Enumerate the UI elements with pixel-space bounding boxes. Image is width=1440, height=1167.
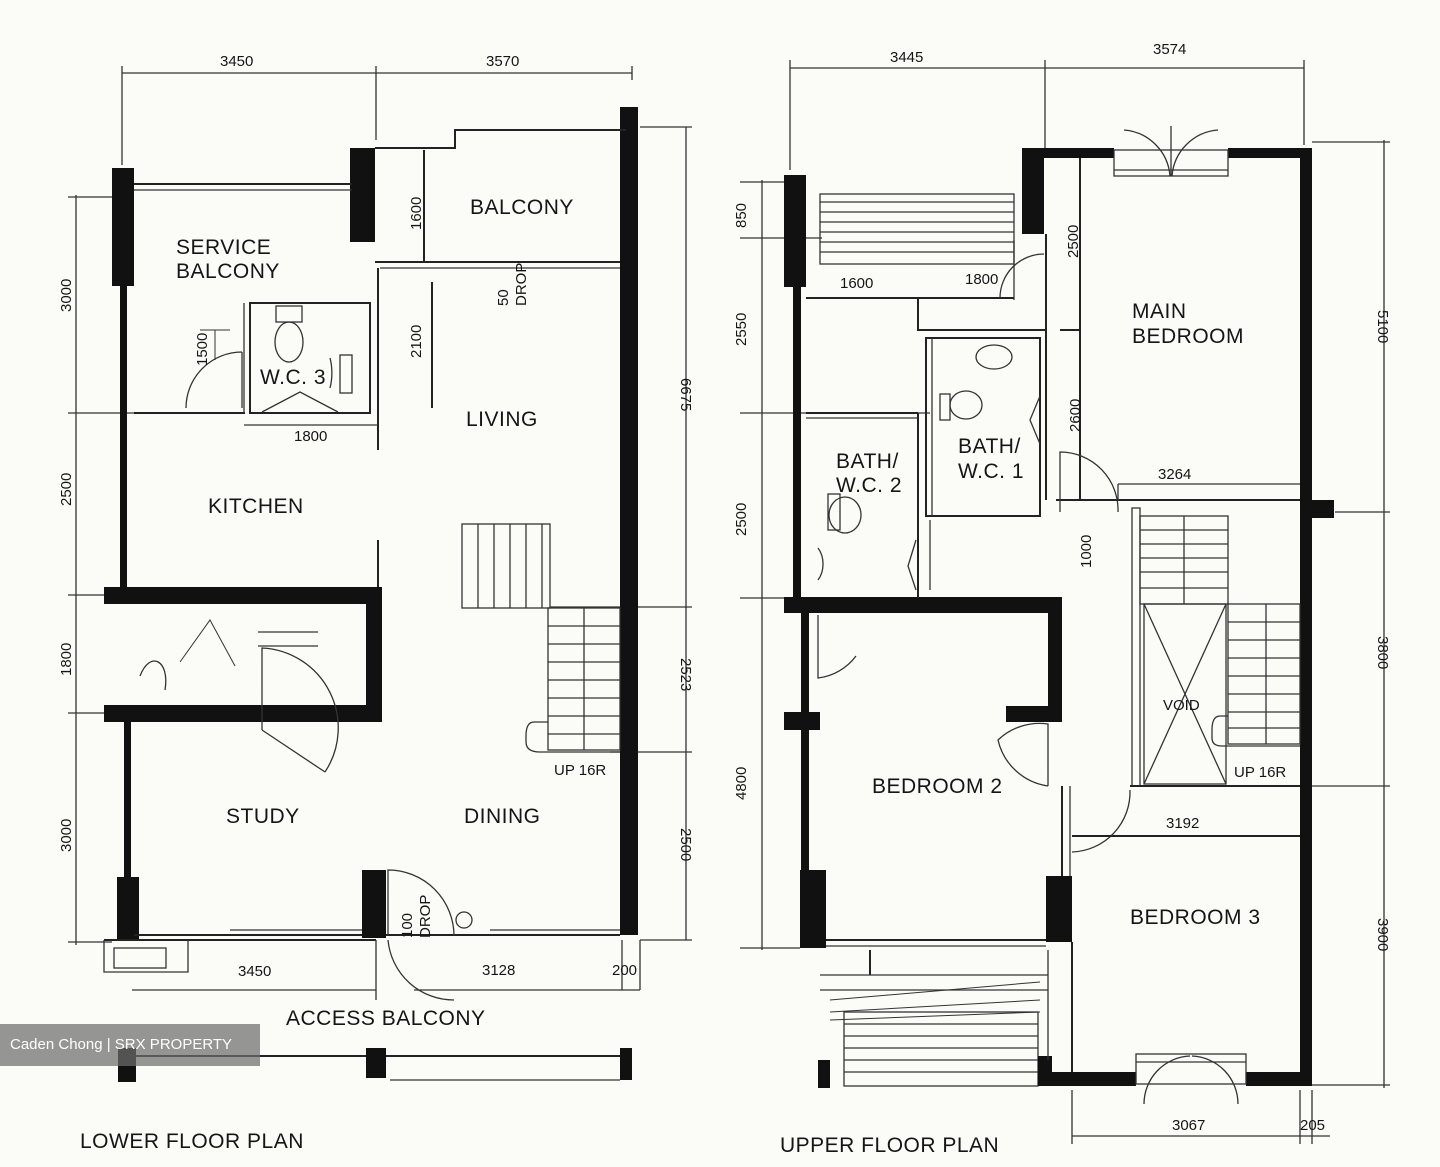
dim-lower-left-1800: 1800: [58, 643, 75, 676]
room-wc3: W.C. 3: [260, 366, 326, 389]
dim-upper-3800: 3800: [1374, 636, 1391, 669]
dim-lower-top-right: 3570: [486, 53, 519, 70]
note-drop100-value: 100: [399, 913, 416, 938]
note-lower-stair: UP 16R: [554, 762, 606, 779]
dim-lower-bottom-right: 200: [612, 962, 637, 979]
stair-upper-flight-b: [1211, 603, 1301, 747]
note-upper-stair: UP 16R: [1234, 764, 1286, 781]
dim-upper-1000: 1000: [1078, 535, 1095, 568]
dim-lower-bottom-left: 3450: [238, 963, 271, 980]
dim-upper-2500: 2500: [733, 503, 750, 536]
note-drop100-label: DROP: [417, 895, 434, 938]
dim-lower-1500: 1500: [194, 333, 211, 366]
room-bath1-line2: W.C. 1: [958, 460, 1024, 483]
watermark-label: Caden Chong | SRX PROPERTY: [0, 1024, 260, 1066]
room-bath2-line1: BATH/: [836, 450, 899, 473]
lower-floor-plan: 3450 3570 3000 2500 1800 3000 6675 2523 …: [58, 53, 694, 1153]
dim-lower-right-2523: 2523: [677, 658, 694, 691]
note-drop50-value: 50: [495, 289, 512, 306]
stair-upper-flight-a: [1139, 515, 1229, 605]
room-bath2-line2: W.C. 2: [836, 474, 902, 497]
stair-lower-flight-b: [525, 607, 621, 753]
dim-upper-2500-inner: 2500: [1065, 225, 1082, 258]
room-living: LIVING: [466, 408, 538, 431]
dim-lower-1800-inner: 1800: [294, 428, 327, 445]
dim-upper-2550: 2550: [733, 313, 750, 346]
dim-upper-1600: 1600: [840, 275, 873, 292]
dim-lower-left-2500: 2500: [58, 473, 75, 506]
room-study: STUDY: [226, 805, 300, 828]
dim-lower-right-2500: 2500: [677, 828, 694, 861]
room-bedroom-3: BEDROOM 3: [1130, 906, 1261, 929]
room-service-balcony-line2: BALCONY: [176, 260, 280, 283]
room-main-bedroom-line2: BEDROOM: [1132, 325, 1244, 348]
dim-lower-left-3000a: 3000: [58, 279, 75, 312]
dim-upper-bottom-205: 205: [1300, 1117, 1325, 1134]
room-service-balcony-line1: SERVICE: [176, 236, 271, 259]
room-kitchen: KITCHEN: [208, 495, 304, 518]
dim-upper-850: 850: [733, 203, 750, 228]
dim-lower-bottom-mid: 3128: [482, 962, 515, 979]
dim-upper-top-left: 3445: [890, 49, 923, 66]
dim-lower-right-6675: 6675: [677, 378, 694, 411]
room-access-balcony: ACCESS BALCONY: [286, 1007, 486, 1030]
dim-lower-1600: 1600: [408, 197, 425, 230]
dim-upper-3900: 3900: [1374, 918, 1391, 951]
dim-lower-2100: 2100: [408, 325, 425, 358]
room-bath1-line1: BATH/: [958, 435, 1021, 458]
stair-lower-flight-a: [461, 523, 551, 609]
room-main-bedroom-line1: MAIN: [1132, 300, 1187, 323]
dim-upper-bottom-3067: 3067: [1172, 1117, 1205, 1134]
note-drop50-label: DROP: [513, 263, 530, 306]
room-bedroom-2: BEDROOM 2: [872, 775, 1003, 798]
dim-upper-1800: 1800: [965, 271, 998, 288]
dim-upper-5100: 5100: [1374, 310, 1391, 343]
room-balcony: BALCONY: [470, 196, 574, 219]
dim-lower-left-3000b: 3000: [58, 819, 75, 852]
dim-upper-4800: 4800: [733, 767, 750, 800]
upper-floor-plan: 3445 3574 850 2550 2500 4800 5100 3800 3…: [733, 41, 1391, 1157]
upper-floor-title: UPPER FLOOR PLAN: [780, 1134, 999, 1157]
dim-upper-3264: 3264: [1158, 466, 1191, 483]
dim-upper-top-right: 3574: [1153, 41, 1186, 58]
dim-upper-2600: 2600: [1067, 399, 1084, 432]
dim-lower-top-left: 3450: [220, 53, 253, 70]
dim-upper-3192: 3192: [1166, 815, 1199, 832]
room-dining: DINING: [464, 805, 541, 828]
void-label: VOID: [1163, 697, 1200, 714]
lower-floor-title: LOWER FLOOR PLAN: [80, 1130, 304, 1153]
